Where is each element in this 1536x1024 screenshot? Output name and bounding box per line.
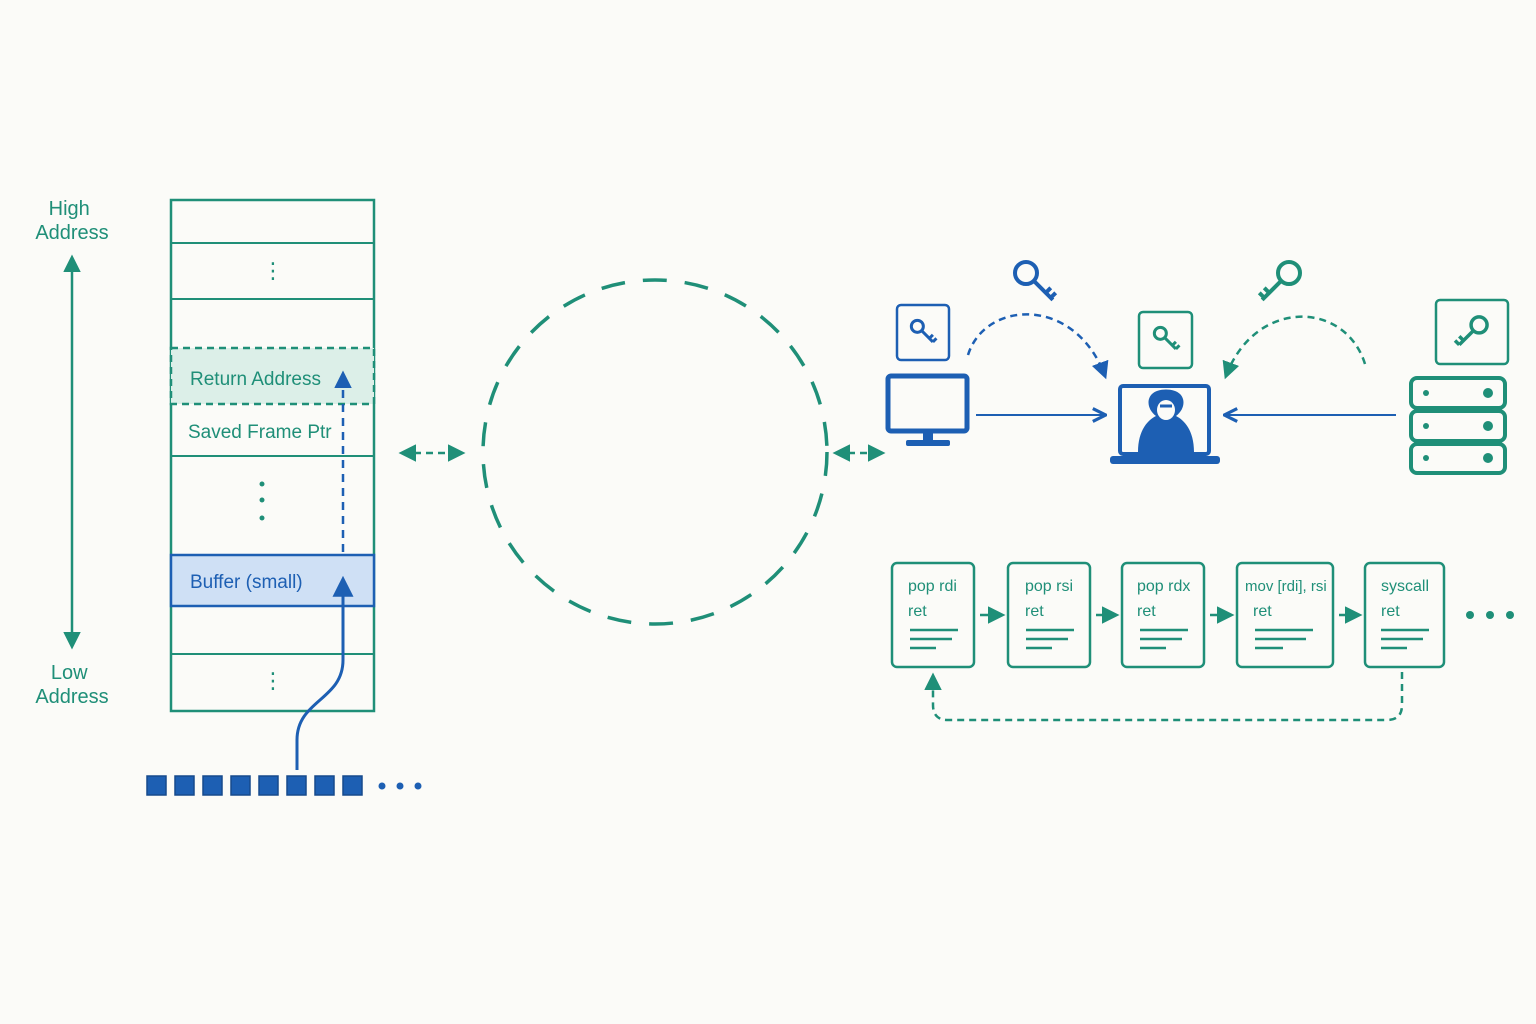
chain-continuation bbox=[1466, 611, 1514, 619]
key-icon bbox=[1013, 260, 1058, 302]
byte-block bbox=[314, 775, 335, 796]
gadget-instruction: syscall bbox=[1381, 578, 1429, 595]
gadget-instruction: mov [rdi], rsi bbox=[1245, 578, 1327, 595]
hooded-hacker-laptop-icon bbox=[1110, 384, 1220, 464]
high-address-label: High Address bbox=[35, 198, 108, 244]
low-address-label: Low Address bbox=[35, 662, 108, 708]
gadget-ret: ret bbox=[908, 603, 927, 620]
key-icon bbox=[1152, 325, 1181, 350]
attacker-key-tile bbox=[1137, 310, 1194, 370]
server-key-tile bbox=[1434, 298, 1510, 366]
gadget-card: pop rsi ret bbox=[1006, 561, 1092, 669]
continuation-dot bbox=[378, 782, 386, 790]
continuation-dot bbox=[396, 782, 404, 790]
workstation-key-tile bbox=[895, 303, 951, 362]
byte-block bbox=[342, 775, 363, 796]
continuation-dot bbox=[414, 782, 422, 790]
byte-block bbox=[202, 775, 223, 796]
rop-chain: pop rdi ret pop rsi ret pop rdx ret bbox=[890, 561, 1514, 722]
gadget-instruction: pop rdx bbox=[1137, 578, 1190, 595]
stack-ellipsis: ⋮ bbox=[262, 668, 284, 693]
overflow-arrow bbox=[295, 575, 354, 770]
central-dashed-circle bbox=[481, 278, 829, 626]
server-rack-icon bbox=[1409, 376, 1507, 475]
byte-block bbox=[230, 775, 251, 796]
gadget-instruction: pop rsi bbox=[1025, 578, 1073, 595]
return-address-label: Return Address bbox=[190, 369, 321, 390]
desktop-monitor-icon bbox=[885, 373, 970, 446]
byte-block bbox=[174, 775, 195, 796]
saved-frame-ptr-label: Saved Frame Ptr bbox=[188, 422, 332, 443]
key-steal-arc-teal bbox=[1222, 315, 1367, 380]
byte-block bbox=[258, 775, 279, 796]
buffer-label: Buffer (small) bbox=[190, 572, 303, 593]
byte-block bbox=[146, 775, 167, 796]
gadget-ret: ret bbox=[1381, 603, 1400, 620]
key-steal-arc-blue bbox=[966, 313, 1109, 380]
stack-ellipsis bbox=[259, 481, 265, 521]
gadget-card: pop rdx ret bbox=[1120, 561, 1206, 669]
gadget-ret: ret bbox=[1025, 603, 1044, 620]
byte-block bbox=[286, 775, 307, 796]
key-icon bbox=[1257, 260, 1302, 302]
key-icon bbox=[1453, 315, 1489, 346]
gadget-card: mov [rdi], rsi ret bbox=[1235, 561, 1335, 669]
gadget-ret: ret bbox=[1137, 603, 1156, 620]
gadget-ret: ret bbox=[1253, 603, 1272, 620]
gadget-card: pop rdi ret bbox=[890, 561, 976, 669]
gadget-instruction: pop rdi bbox=[908, 578, 957, 595]
key-icon bbox=[909, 318, 938, 343]
gadget-card: syscall ret bbox=[1363, 561, 1446, 669]
overflow-input-bytes bbox=[146, 775, 422, 796]
chain-loop-arrow bbox=[924, 672, 1404, 722]
address-axis: High Address Low Address bbox=[35, 198, 108, 708]
stack-ellipsis: ⋮ bbox=[262, 258, 284, 283]
